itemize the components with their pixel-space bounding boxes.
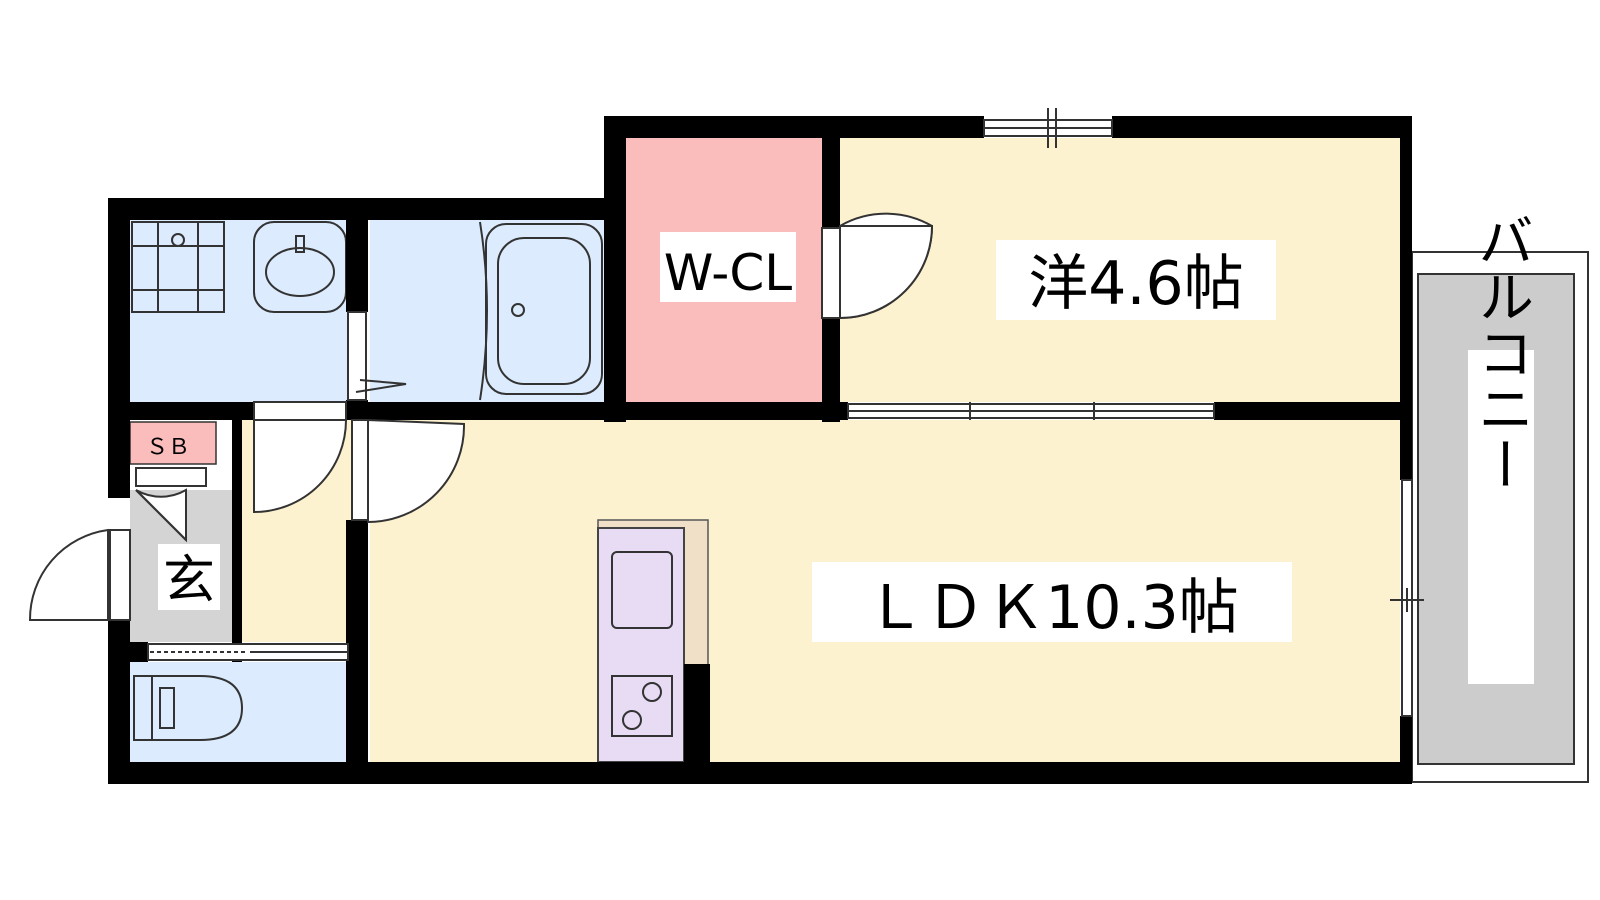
shoe-box <box>129 421 217 465</box>
toilet-icon <box>133 675 153 741</box>
stove-icon <box>611 675 673 737</box>
closet-label: W-CL <box>664 244 792 302</box>
doors <box>28 212 934 621</box>
kitchen-sink-icon <box>611 551 673 629</box>
balcony-label: バルコニー <box>1469 212 1534 492</box>
windows <box>147 108 1424 717</box>
bath-door <box>479 221 488 401</box>
washing-machine-icon <box>131 221 225 313</box>
western-room-label: 洋4.6帖 <box>1028 249 1243 319</box>
burner-icon <box>622 710 642 730</box>
burner-icon <box>642 682 662 702</box>
entrance-label: 玄 <box>163 551 215 611</box>
shoe-box-label: ＳＢ <box>146 435 190 460</box>
ldk-label: ＬＤＫ10.3帖 <box>865 573 1239 643</box>
walls <box>108 116 1412 784</box>
